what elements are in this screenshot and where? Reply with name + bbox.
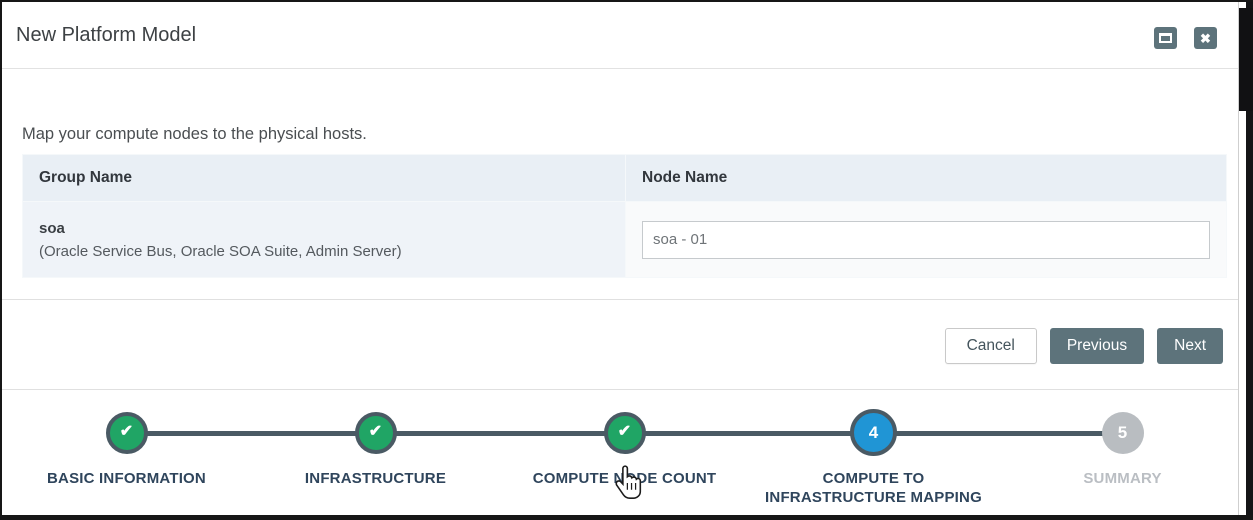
column-header-node-name: Node Name [626,155,1227,202]
new-platform-model-dialog: New Platform Model ✖ Map your compute no… [2,2,1239,517]
mapping-instruction-text: Map your compute nodes to the physical h… [22,125,367,144]
wizard-step-basic-information[interactable]: ✔ BASIC INFORMATION [2,390,251,507]
wizard-step-bar: ✔ BASIC INFORMATION ✔ INFRASTRUCTURE ✔ C… [2,390,1247,517]
check-icon: ✔ [369,424,382,440]
step-active-icon: 4 [850,409,897,456]
step-completed-icon: ✔ [355,412,397,454]
wizard-step-compute-node-count[interactable]: ✔ COMPUTE NODE COUNT [500,390,749,507]
node-name-cell [626,202,1227,278]
step-number: 5 [1118,423,1127,443]
check-icon: ✔ [618,424,631,440]
step-completed-icon: ✔ [604,412,646,454]
cancel-button[interactable]: Cancel [945,328,1037,364]
check-icon: ✔ [120,424,133,440]
wizard-step-compute-to-infrastructure-mapping[interactable]: 4 COMPUTE TO INFRASTRUCTURE MAPPING [749,390,998,507]
wizard-step-infrastructure[interactable]: ✔ INFRASTRUCTURE [251,390,500,507]
scrollbar-thumb[interactable] [1239,8,1253,111]
step-label: COMPUTE NODE COUNT [533,469,717,488]
restore-glyph [1159,33,1172,43]
next-button[interactable]: Next [1157,328,1223,364]
step-label: BASIC INFORMATION [47,469,206,488]
previous-button[interactable]: Previous [1050,328,1144,364]
dialog-title: New Platform Model [16,24,196,47]
step-upcoming-icon: 5 [1102,412,1144,454]
step-label: COMPUTE TO INFRASTRUCTURE MAPPING [756,469,991,507]
window-controls: ✖ [1154,27,1217,49]
wizard-steps: ✔ BASIC INFORMATION ✔ INFRASTRUCTURE ✔ C… [2,390,1247,507]
dialog-footer-buttons: Cancel Previous Next [945,328,1223,364]
step-number: 4 [869,423,878,443]
group-detail: (Oracle Service Bus, Oracle SOA Suite, A… [39,240,609,263]
wizard-step-summary[interactable]: 5 SUMMARY [998,390,1247,507]
node-name-input[interactable] [642,221,1210,259]
group-name: soa [39,217,609,240]
section-divider [2,299,1239,300]
step-label: SUMMARY [1083,469,1161,488]
table-row: soa (Oracle Service Bus, Oracle SOA Suit… [23,202,1227,278]
close-glyph: ✖ [1200,32,1211,45]
table-header-row: Group Name Node Name [23,155,1227,202]
dialog-titlebar: New Platform Model ✖ [2,2,1239,69]
column-header-group-name: Group Name [23,155,626,202]
restore-window-icon[interactable] [1154,27,1177,49]
close-icon[interactable]: ✖ [1194,27,1217,49]
compute-mapping-table: Group Name Node Name soa (Oracle Service… [22,154,1227,278]
group-name-cell: soa (Oracle Service Bus, Oracle SOA Suit… [23,202,626,278]
step-completed-icon: ✔ [106,412,148,454]
step-label: INFRASTRUCTURE [305,469,446,488]
